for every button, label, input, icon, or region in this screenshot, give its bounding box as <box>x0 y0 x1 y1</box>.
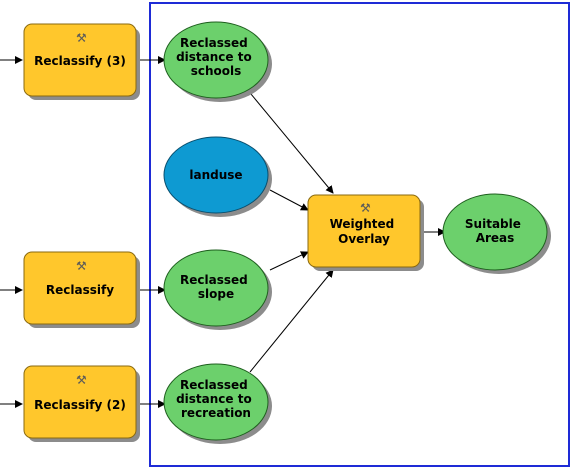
data-label-line-2: distance to <box>176 392 252 406</box>
connector-slope-to-overlay <box>269 251 309 271</box>
selection-box[interactable] <box>149 2 570 467</box>
data-ellipse <box>163 21 269 99</box>
svg-text:Reclassed distance to: Reclassed distance to recreation <box>176 378 256 420</box>
data-label-line-2: slope <box>198 287 234 301</box>
data-ellipse <box>442 193 548 271</box>
hammer-icon: ⚒ <box>76 373 87 387</box>
connector-landuse-to-overlay <box>269 189 309 211</box>
data-label-line-1: Suitable <box>465 217 521 231</box>
tool-weighted-overlay[interactable]: ⚒ Weighted Overlay <box>307 194 424 271</box>
tool-reclassify[interactable]: ⚒ Reclassify <box>23 251 140 328</box>
data-reclassed-slope[interactable]: Reclassed slope <box>163 249 272 330</box>
data-reclassed-distance-to-schools[interactable]: Reclassed distance to schools <box>163 21 272 102</box>
svg-text:Reclassify (3): Reclassify (3) <box>34 54 126 68</box>
svg-text:Reclassed distance to: Reclassed distance to schools <box>176 36 256 78</box>
svg-text:landuse: landuse <box>189 168 242 182</box>
tool-label: Reclassify (3) <box>34 54 126 68</box>
hammer-icon: ⚒ <box>76 259 87 273</box>
tool-box <box>23 23 137 97</box>
data-reclassed-distance-to-recreation[interactable]: Reclassed distance to recreation <box>163 363 272 444</box>
tool-box <box>307 194 421 268</box>
tool-box <box>23 365 137 439</box>
tool-box <box>23 251 137 325</box>
data-label-line-1: Reclassed <box>180 273 248 287</box>
data-ellipse <box>163 363 269 441</box>
svg-text:Reclassify (2): Reclassify (2) <box>34 398 126 412</box>
tool-label: Reclassify (2) <box>34 398 126 412</box>
hammer-icon: ⚒ <box>360 201 371 215</box>
data-label-line-2: Areas <box>476 231 515 245</box>
data-label-line-3: recreation <box>181 406 251 420</box>
data-label-line-3: schools <box>191 64 242 78</box>
svg-text:Suitable Areas: Suitable Areas <box>465 217 525 245</box>
connectors <box>0 56 446 408</box>
svg-text:Reclassify: Reclassify <box>46 283 114 297</box>
data-label: landuse <box>189 168 242 182</box>
data-landuse[interactable]: landuse <box>163 136 272 217</box>
data-label-line-1: Reclassed <box>180 378 248 392</box>
tool-label-line-2: Overlay <box>338 232 390 246</box>
connector-recreation-to-overlay <box>249 269 334 373</box>
data-suitable-areas[interactable]: Suitable Areas <box>442 193 551 274</box>
tool-label-line-1: Weighted <box>330 217 395 231</box>
tool-reclassify-2[interactable]: ⚒ Reclassify (2) <box>23 365 140 442</box>
data-ellipse <box>163 249 269 327</box>
svg-text:Reclassed slope: Reclassed slope <box>180 273 252 301</box>
data-ellipse <box>163 136 269 214</box>
hammer-icon: ⚒ <box>76 31 87 45</box>
connector-schools-to-overlay <box>245 87 334 194</box>
tool-label: Reclassify <box>46 283 114 297</box>
svg-text:Weighted Overlay: Weighted Overlay <box>330 217 399 246</box>
data-label-line-2: distance to <box>176 50 252 64</box>
tool-reclassify-3[interactable]: ⚒ Reclassify (3) <box>23 23 140 100</box>
data-label-line-1: Reclassed <box>180 36 248 50</box>
